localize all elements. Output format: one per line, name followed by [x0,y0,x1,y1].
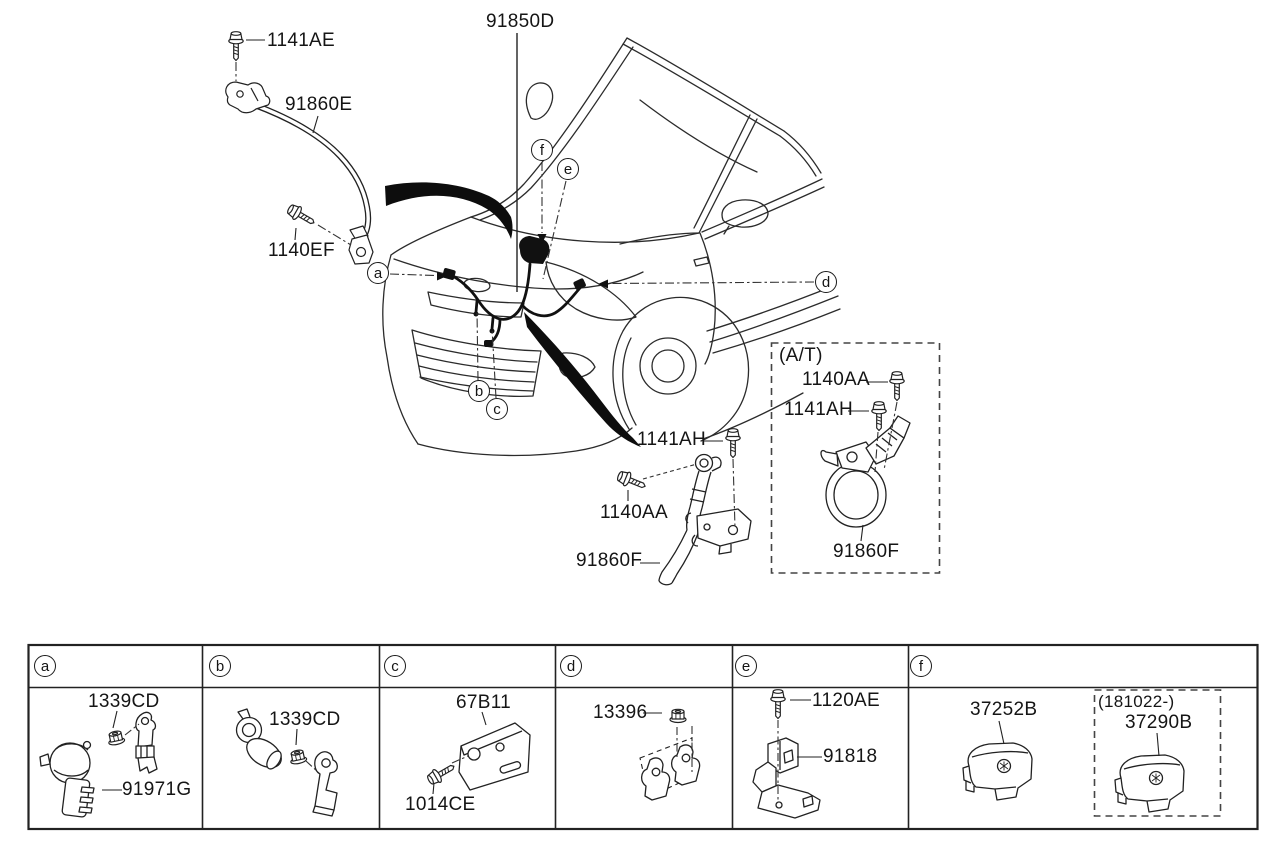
harness-connectors [442,236,586,347]
table-header-a: a [34,655,56,677]
leader-lines [246,33,888,564]
callout-b: b [468,380,490,402]
part-label-1140ef: 1140EF [268,240,335,261]
table-header-b: b [209,655,231,677]
callout-a: a [367,262,389,284]
bolt-1141ae-icon [228,31,244,62]
cell-c-label-67b11: 67B11 [456,692,512,713]
table-header-e: e [735,655,757,677]
cell-f-label-37290b: 37290B [1125,712,1193,733]
black-accent-swoosh-bottom [524,312,641,447]
cell-d-label-13396: 13396 [593,702,648,723]
at-box-title: (A/T) [779,345,823,366]
callout-lines [235,62,898,529]
bolt-1140aa-icon [615,468,649,494]
cell-e-art [752,737,821,819]
part-label-91860f: 91860F [576,550,643,571]
ground-cable-91860e-art [225,81,374,265]
at-bolt-1141ah-icon [871,401,887,432]
callout-f: f [531,139,553,161]
cell-leader-lines [102,699,1160,795]
bolt-1141ah-icon [725,428,741,459]
cell-a-label-1339cd: 1339CD [88,691,160,712]
engine-harness-art [447,262,582,345]
callout-arrows [437,234,608,289]
part-label-1140aa: 1140AA [600,502,669,523]
at-label-91860f: 91860F [833,541,900,562]
at-ground-cable-art [820,415,911,528]
table-header-f: f [910,655,932,677]
cell-f-date-note: (181022-) [1098,692,1175,711]
bolt-1140ef-icon [284,201,319,230]
bolt-1140aa-dashed-leader [642,463,698,480]
at-bolt-1140aa-icon [889,371,905,402]
at-label-1140aa: 1140AA [802,369,871,390]
cell-e-label-91818: 91818 [823,746,878,767]
table-header-c: c [384,655,406,677]
cell-f-label-37252b: 37252B [970,699,1038,720]
cell-e-label-1120ae: 1120AE [812,690,881,711]
ground-bracket-91860f-art [658,453,752,586]
cell-a-art [39,711,158,818]
cell-d-art [639,737,701,801]
cell-c-art [458,722,531,791]
part-label-1141ah: 1141AH [637,429,707,450]
at-variant-dashed-box [770,342,941,574]
callout-e: e [557,158,579,180]
table-header-d: d [560,655,582,677]
cell-c-label-1014ce: 1014CE [405,794,476,815]
cell-f-art [962,689,1222,817]
cell-b-art [235,708,338,817]
callout-d: d [815,271,837,293]
part-label-1141ae: 1141AE [267,30,336,51]
black-accent-swoosh-top [385,182,513,239]
at-label-1141ah: 1141AH [784,399,854,420]
callout-c: c [486,398,508,420]
cell-b-label-1339cd: 1339CD [269,709,341,730]
part-label-91860e: 91860E [285,94,353,115]
part-label-91850d: 91850D [486,11,555,32]
parts-table-grid [27,643,1259,831]
cell-dashdot-lines [124,720,779,802]
cell-a-label-91971g: 91971G [122,779,192,800]
